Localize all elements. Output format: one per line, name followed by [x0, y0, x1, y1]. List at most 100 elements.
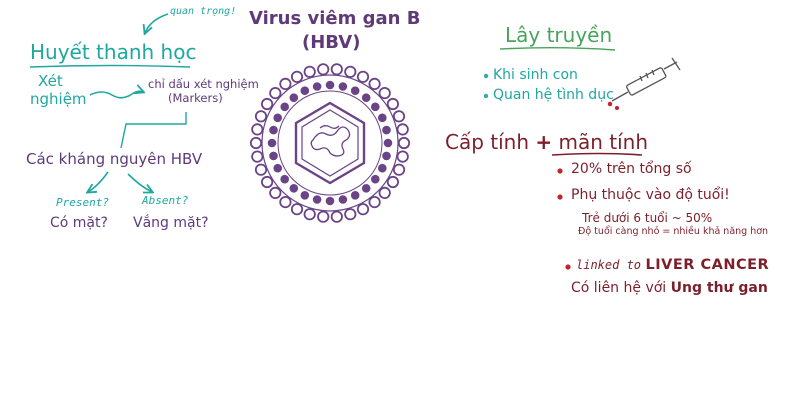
virus-bead: [377, 163, 387, 173]
markers-label-line2: (Markers): [168, 91, 223, 105]
virus-bead: [361, 184, 371, 193]
virus-bead: [267, 138, 277, 148]
liver-cancer-label: LIVER CANCER: [645, 257, 770, 273]
virus-bead: [350, 86, 360, 95]
virus-bead: [269, 125, 278, 135]
virus-bead: [344, 208, 357, 221]
virus-bead: [300, 191, 310, 200]
present-en-label: Present?: [56, 196, 109, 209]
absent-en-label: Absent?: [142, 194, 189, 207]
virus-bead: [383, 138, 393, 148]
virus-title-line2: (HBV): [302, 32, 361, 53]
test-label-line1: Xét: [38, 72, 63, 90]
virus-bead: [396, 150, 409, 163]
hbv-virus-icon: [249, 63, 411, 223]
virus-bead: [370, 174, 380, 184]
virus-bead: [260, 175, 274, 189]
liver-cancer-vi-term: Ung thư gan: [670, 280, 768, 296]
antigens-label: Các kháng nguyên HBV: [26, 150, 203, 168]
transmission-bullet-1: [483, 73, 489, 79]
importance-arrow: [145, 13, 169, 33]
chronic-bullet-1: [557, 168, 563, 174]
chronic-bullet-3: [565, 264, 571, 270]
test-to-markers-arrow: [89, 91, 143, 99]
virus-bead: [378, 186, 391, 199]
chronic-label: mãn tính: [558, 130, 649, 154]
virus-bead: [312, 195, 322, 204]
virus-bead: [289, 184, 299, 193]
virus-bead: [269, 87, 282, 100]
virus-bead: [361, 93, 371, 102]
virus-bead: [356, 203, 370, 216]
virus-bead: [325, 196, 335, 206]
virus-bead: [290, 70, 304, 83]
virus-bead: [396, 123, 409, 136]
virus-bead: [392, 163, 406, 176]
virus-bead: [251, 150, 264, 163]
virus-bead: [269, 151, 278, 161]
virus-bead: [386, 97, 399, 111]
syringe-icon: [607, 57, 681, 111]
chronic-bullet-2: [557, 194, 563, 200]
virus-bead: [370, 102, 380, 112]
linked-to-label: linked to: [576, 258, 642, 272]
virus-bead: [260, 97, 274, 111]
virus-bead: [397, 136, 411, 150]
virus-bead: [251, 123, 264, 136]
virus-bead: [279, 196, 292, 209]
virus-bead: [249, 136, 263, 150]
virus-bead: [350, 191, 360, 200]
virus-bead: [269, 186, 282, 199]
importance-note: quan trọng!: [170, 6, 237, 17]
virus-bead: [303, 65, 316, 78]
present-vi-label: Có mặt?: [50, 215, 108, 231]
virus-bead: [368, 77, 381, 91]
virus-bead: [356, 70, 370, 83]
virus-bead: [303, 208, 316, 221]
virus-bead: [280, 174, 290, 184]
virus-bead: [325, 80, 335, 90]
virus-bead: [317, 210, 330, 223]
test-label-line2: nghiệm: [30, 90, 87, 108]
chronic-point-1: 20% trên tổng số: [571, 161, 692, 177]
absent-vi-label: Vắng mặt?: [133, 215, 209, 231]
liver-cancer-vi: Có liên hệ với Ung thư gan: [571, 280, 768, 296]
acute-label: Cấp tính: [445, 130, 530, 154]
chronic-underline: [551, 152, 643, 156]
virus-bead: [378, 87, 391, 100]
chronic-point-2: Phụ thuộc vào độ tuổi!: [571, 187, 730, 203]
virus-bead: [279, 77, 292, 91]
virus-bead: [368, 196, 381, 209]
virus-bead: [290, 203, 304, 216]
virus-bead: [382, 125, 391, 135]
virus-bead: [300, 86, 310, 95]
plus-sign: +: [535, 130, 553, 154]
chronic-point-2-sub-2: Độ tuổi càng nhỏ = nhiều khả năng hơn: [578, 226, 769, 237]
virus-bead: [289, 93, 299, 102]
transmission-title: Lây truyền: [505, 23, 613, 47]
transmission-underline: [499, 47, 616, 51]
transmission-item-2: Quan hệ tình dục: [493, 87, 614, 103]
virus-bead: [382, 151, 391, 161]
virus-bead: [273, 113, 283, 123]
virus-bead: [330, 63, 343, 76]
transmission-item-1: Khi sinh con: [493, 67, 578, 83]
virus-bead: [273, 163, 283, 173]
transmission-bullet-2: [483, 93, 489, 99]
markers-label-line1: chỉ dấu xét nghiệm: [148, 77, 259, 91]
liver-cancer-link: linked to LIVER CANCER: [576, 257, 769, 273]
chronic-point-2-sub-1: Trẻ dưới 6 tuổi ~ 50%: [582, 211, 713, 225]
virus-bead: [386, 175, 399, 189]
virus-bead: [344, 65, 357, 78]
virus-bead: [254, 163, 268, 176]
virus-bead: [338, 195, 348, 204]
virus-title-line1: Virus viêm gan B: [249, 8, 421, 29]
virus-bead: [254, 110, 268, 123]
virus-bead: [317, 63, 330, 76]
arrow-to-absent: [127, 173, 152, 192]
virus-bead: [280, 102, 290, 112]
virus-bead: [377, 113, 387, 123]
virus-bead: [330, 210, 343, 223]
serology-title: Huyết thanh học: [30, 40, 197, 64]
